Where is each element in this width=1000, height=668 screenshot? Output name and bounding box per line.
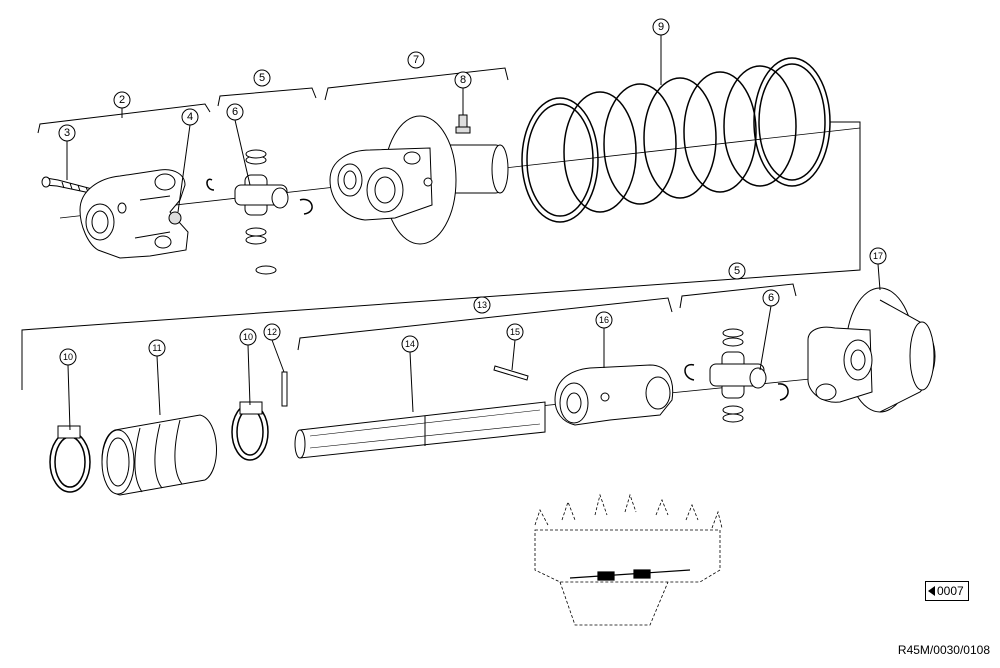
document-code: R45M/0030/0108 [897, 643, 990, 657]
bracket-7 [324, 67, 509, 101]
callout-8-circle [454, 71, 472, 89]
callout-6-upper-label: 6 [232, 106, 238, 118]
grease-nut-4 [168, 211, 182, 225]
callout-14-circle [401, 335, 419, 353]
callout-17-circle [869, 247, 887, 265]
cross-kit-upper [206, 149, 313, 275]
tube-part [294, 401, 546, 459]
callout-10a-circle [59, 348, 77, 366]
callout-6-lower-circle [762, 289, 780, 307]
left-arrow-icon [928, 586, 935, 596]
callouts [58, 18, 887, 431]
callout-5-upper-circle [253, 69, 271, 87]
callout-7-label: 7 [413, 54, 419, 66]
assembly-frame [21, 121, 861, 390]
callout-12-circle [263, 323, 281, 341]
callout-10b-circle [239, 328, 257, 346]
callout-15-label: 15 [510, 327, 520, 337]
bracket-5-lower [679, 283, 797, 309]
callout-5-lower-label: 5 [734, 265, 740, 277]
roll-pin-part [493, 365, 529, 381]
bracket-13 [297, 297, 673, 351]
callout-4-label: 4 [187, 111, 193, 123]
callout-16-label: 16 [599, 315, 609, 325]
callout-5-upper-label: 5 [259, 72, 265, 84]
inset-drive-line [569, 569, 691, 581]
callout-3-label: 3 [64, 127, 70, 139]
grease-nipple-part [455, 114, 471, 134]
pin-part [281, 371, 288, 407]
callout-6-upper-circle [226, 103, 244, 121]
callout-4-circle [181, 108, 199, 126]
callout-12-label: 12 [267, 327, 277, 337]
reference-badge-label: 0007 [937, 584, 964, 598]
callout-17-label: 17 [873, 251, 883, 261]
callout-2-circle [113, 91, 131, 109]
cross-kit-lower [684, 328, 789, 423]
callout-11-label: 11 [152, 343, 161, 353]
callout-3-circle [58, 124, 76, 142]
spring-part [521, 57, 831, 223]
boot-part [101, 414, 217, 496]
callout-8-label: 8 [460, 74, 466, 86]
clamp-left-part [49, 425, 91, 493]
callout-5-lower-circle [728, 262, 746, 280]
callout-11-circle [148, 339, 166, 357]
callout-14-label: 14 [405, 339, 415, 349]
callout-16-circle [595, 311, 613, 329]
callout-10b-label: 10 [243, 332, 253, 342]
shield-yoke-part [329, 115, 509, 245]
callout-15-circle [506, 323, 524, 341]
outer-yoke-part [807, 287, 936, 413]
callout-13-circle [473, 296, 491, 314]
callout-9-label: 9 [658, 21, 664, 33]
reference-badge[interactable]: 0007 [925, 581, 969, 601]
callout-6-lower-label: 6 [768, 292, 774, 304]
inner-yoke-part [554, 364, 674, 426]
callout-9-circle [652, 18, 670, 36]
callout-7-circle [407, 51, 425, 69]
callout-2-label: 2 [119, 94, 125, 106]
clamp-right-part [231, 401, 269, 461]
inset-rotor-view [534, 493, 723, 626]
callout-10a-label: 10 [63, 352, 73, 362]
bracket-5-upper [217, 87, 317, 107]
yoke-part [79, 169, 189, 259]
callout-13-label: 13 [477, 300, 487, 310]
